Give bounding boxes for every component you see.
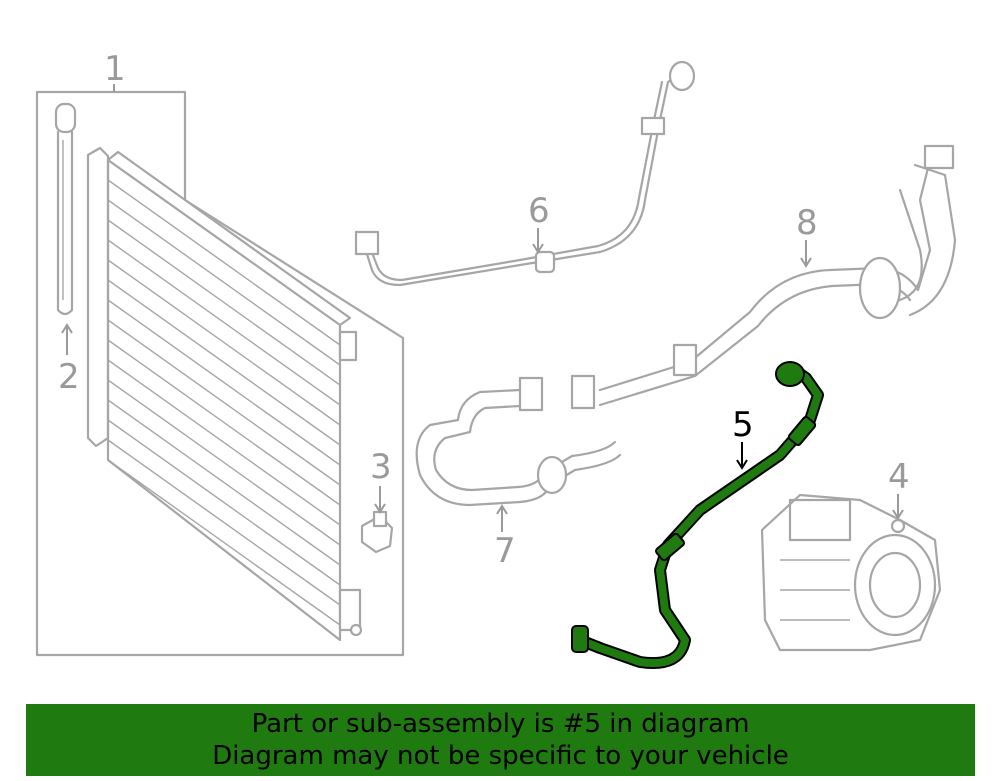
condenser-assembly-box (35, 90, 405, 657)
part-3-valve[interactable] (360, 510, 394, 554)
callout-7: 7 (494, 531, 516, 571)
condenser-fins (107, 179, 341, 626)
part-7-hose[interactable] (415, 376, 622, 507)
banner-line-2: Diagram may not be specific to your vehi… (212, 741, 789, 771)
part-2-drier[interactable] (54, 102, 77, 316)
part-4-compressor[interactable] (760, 493, 942, 652)
part-8-hose[interactable] (570, 144, 957, 410)
part-1-condenser[interactable] (86, 146, 363, 642)
callout-8: 8 (796, 203, 818, 243)
parts-diagram: 1 2 3 4 5 6 7 8 (35, 49, 957, 669)
callout-2: 2 (58, 357, 80, 397)
callout-1: 1 (104, 49, 126, 89)
banner-line-1: Part or sub-assembly is #5 in diagram (251, 709, 750, 739)
notice-banner: Part or sub-assembly is #5 in diagram Di… (26, 704, 975, 776)
callout-6: 6 (528, 191, 550, 231)
part-6-line[interactable] (354, 60, 696, 287)
callout-5: 5 (732, 405, 754, 445)
part-5-highlighted-line[interactable] (571, 361, 824, 669)
callout-4: 4 (888, 457, 910, 497)
callout-3: 3 (370, 447, 392, 487)
